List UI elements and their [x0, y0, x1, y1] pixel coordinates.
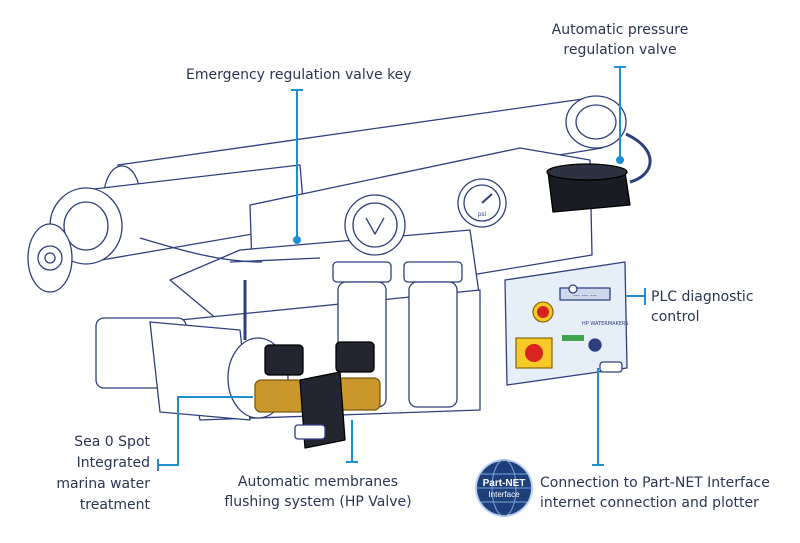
- frame-feet: [294, 361, 623, 440]
- callout-partnet-line2: internet connection and plotter: [540, 495, 759, 511]
- pressure-gauge: psi: [457, 178, 507, 228]
- pump-end-cap: [27, 223, 73, 293]
- callout-pressure-valve-line2: regulation valve: [563, 42, 677, 58]
- partnet-globe-logo: Part-NET Interface: [475, 459, 533, 517]
- pipework: [139, 132, 652, 340]
- leader-pressure-valve-dot: [616, 156, 624, 164]
- leader-emergency-key-dot: [293, 236, 301, 244]
- gauge-label: psi: [478, 211, 487, 218]
- panel-brand-text: HP WATERMAKERS: [582, 321, 629, 327]
- callout-sea-spot-line1: Sea 0 Spot: [74, 434, 150, 450]
- logo-line2: Interface: [488, 490, 520, 499]
- callout-membranes: Automatic membranes flushing system (HP …: [218, 472, 418, 512]
- panel-display-text: --- --- ---: [573, 292, 596, 299]
- callout-sea-spot-line3: marina water: [56, 476, 150, 492]
- callout-membranes-line1: Automatic membranes: [237, 474, 399, 490]
- callout-plc-line1: PLC diagnostic: [651, 289, 754, 305]
- callout-sea-spot: Sea 0 Spot Integrated marina water treat…: [40, 432, 150, 516]
- callout-pressure-valve: Automatic pressure regulation valve: [532, 20, 708, 60]
- plc-control-panel: --- --- --- HP WATERMAKERS: [504, 261, 629, 386]
- leader-plc: [625, 288, 646, 305]
- watermaker-illustration: psi --- --- ---: [27, 95, 652, 449]
- callout-emergency-key: Emergency regulation valve key: [186, 67, 412, 83]
- callout-sea-spot-line2: Integrated: [76, 455, 150, 471]
- pressure-regulation-valve: [546, 163, 631, 213]
- callout-partnet-line1: Connection to Part-NET Interface: [540, 475, 770, 491]
- logo-line1: Part-NET: [483, 478, 526, 489]
- callout-lines: [157, 66, 646, 471]
- leader-sea-spot: [158, 396, 253, 466]
- callout-partnet: Connection to Part-NET Interface interne…: [540, 473, 770, 513]
- callout-plc-line2: control: [651, 309, 700, 325]
- callout-membranes-line2: flushing system (HP Valve): [224, 494, 412, 510]
- membrane-tube-lower: [49, 164, 306, 265]
- brand-badge: [344, 194, 406, 256]
- callout-pressure-valve-line1: Automatic pressure: [551, 22, 689, 38]
- callout-plc: PLC diagnostic control: [651, 287, 754, 327]
- callout-sea-spot-line4: treatment: [79, 497, 150, 513]
